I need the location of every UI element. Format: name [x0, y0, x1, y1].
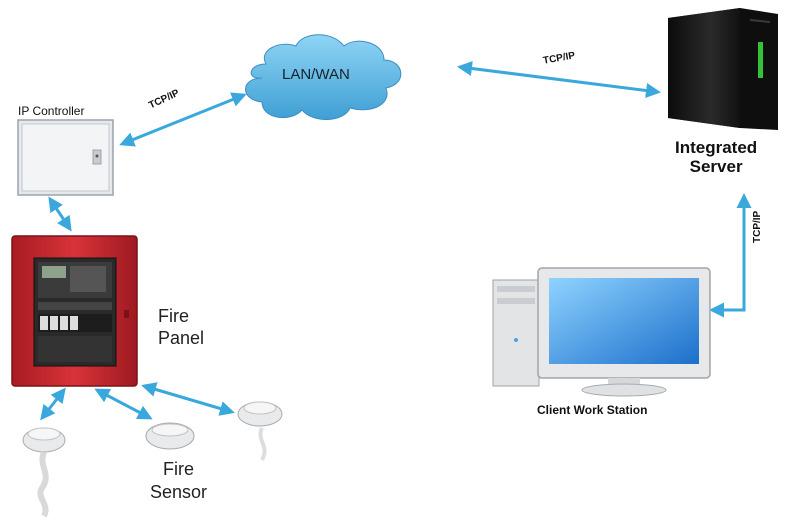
server-label-line2: Server: [689, 157, 743, 176]
cloud-label: LAN/WAN: [282, 66, 350, 83]
arrow-server-workstation: [709, 193, 752, 318]
smoke-sensor-3: [237, 401, 283, 461]
fire-panel-label: Fire Panel: [158, 305, 204, 349]
fire-panel: [11, 235, 138, 387]
workstation-label: Client Work Station: [537, 403, 648, 417]
fire-sensor-label-line1: Fire: [163, 459, 195, 479]
lan-wan-cloud: [245, 34, 402, 120]
ip-controller: [17, 119, 114, 196]
smoke-sensor-2: [145, 422, 195, 450]
integrated-server: [668, 8, 778, 130]
fire-sensor-label: Fire Sensor: [150, 458, 207, 504]
server-label: Integrated Server: [675, 138, 757, 176]
arrow-network-server: [457, 61, 661, 98]
ip-controller-label: IP Controller: [18, 104, 85, 118]
client-workstation: [492, 267, 711, 397]
arrow-panel-sensor-3: [141, 382, 235, 416]
tcp-ip-label-workstation: TCP/IP: [752, 210, 763, 243]
fire-panel-label-line1: Fire: [158, 306, 189, 326]
arrow-panel-sensor-1: [40, 387, 66, 421]
arrow-controller-network: [119, 92, 247, 147]
arrow-panel-sensor-2: [94, 388, 153, 420]
fire-panel-label-line2: Panel: [158, 328, 205, 348]
arrow-controller-panel: [48, 196, 72, 232]
fire-sensor-label-line2: Sensor: [150, 482, 208, 502]
connection-arrows: [40, 61, 752, 421]
server-label-line1: Integrated: [675, 138, 758, 157]
smoke-sensor-1: [22, 427, 66, 518]
